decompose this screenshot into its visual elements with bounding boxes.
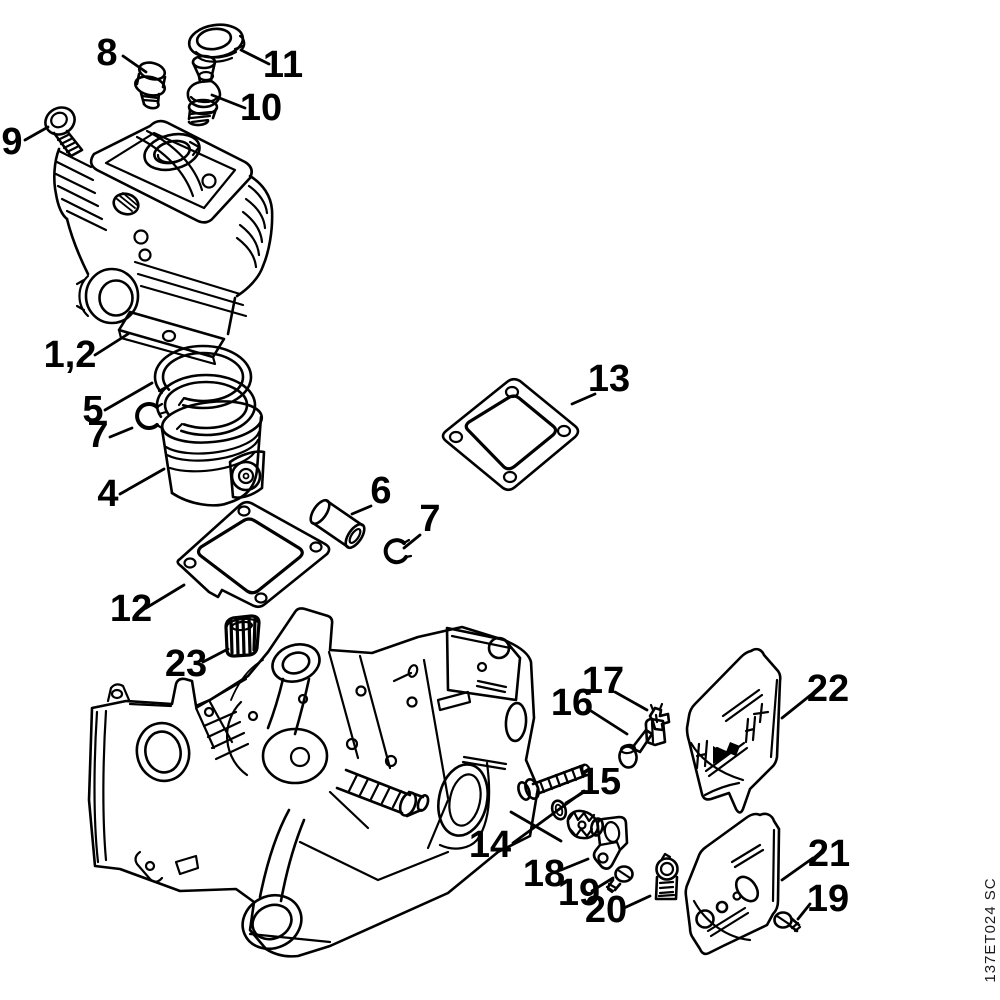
callout-19-right: 19 [807, 878, 849, 920]
sprocket-cover-upper [685, 647, 782, 814]
oil-pump-screw [517, 763, 591, 801]
leader-line-6 [350, 504, 373, 516]
leader-line-1-2 [93, 332, 130, 357]
leader-line-17 [613, 690, 649, 712]
decompression-valve [186, 54, 222, 127]
callout-22: 22 [807, 668, 849, 710]
callout-13: 13 [588, 358, 630, 400]
callout-14: 14 [469, 824, 511, 866]
circlip-upper [135, 402, 164, 430]
leader-line-9 [23, 125, 50, 142]
screw-left [605, 865, 634, 894]
callout-16: 16 [551, 682, 593, 724]
leader-line-21 [780, 856, 815, 882]
leader-line-22 [780, 692, 814, 720]
socket-screw [44, 106, 84, 158]
leader-line-18 [559, 857, 590, 872]
gasket-bottom [176, 500, 331, 609]
leader-line-19-right [796, 902, 812, 921]
leader-line-23 [201, 647, 230, 664]
cylinder-assembly [53, 119, 274, 366]
callout-17: 17 [582, 660, 624, 702]
callout-15: 15 [579, 761, 621, 803]
leader-line-5 [103, 381, 154, 412]
callout-7-lower: 7 [419, 498, 440, 540]
callout-20: 20 [585, 889, 627, 931]
callout-5: 5 [82, 389, 103, 431]
piston-rings [153, 344, 257, 437]
leader-line-8 [121, 54, 148, 74]
piston [160, 400, 266, 507]
callout-19-left: 19 [558, 872, 600, 914]
callout-10: 10 [240, 87, 282, 129]
callout-7-upper: 7 [87, 414, 108, 456]
callout-4: 4 [97, 473, 118, 515]
leader-line-20 [622, 894, 652, 910]
screw-right [773, 911, 802, 933]
plug-screw [133, 61, 167, 110]
callout-6: 6 [370, 470, 391, 512]
guide-plate [592, 815, 629, 870]
leader-line-13 [570, 392, 597, 406]
callout-18: 18 [523, 853, 565, 895]
circlip-lower [383, 538, 413, 565]
leader-line-10 [210, 93, 247, 110]
leader-line-11 [239, 48, 271, 66]
retainer-clip [648, 702, 671, 732]
drawing-number: 137ET024 SC [982, 877, 999, 982]
gasket-top [441, 377, 580, 492]
lever [618, 717, 667, 769]
callout-23: 23 [165, 643, 207, 685]
leader-line-19-left [590, 876, 615, 893]
leader-line-14 [511, 789, 586, 845]
callout-11: 11 [263, 44, 303, 86]
leader-line-4 [118, 467, 166, 496]
crankcase-assembly [87, 607, 540, 958]
grommet-holder [654, 852, 679, 901]
callout-21: 21 [808, 833, 850, 875]
valve-cap [187, 23, 246, 63]
leader-line-7-upper [108, 426, 134, 439]
callout-12: 12 [110, 588, 152, 630]
wrist-pin [309, 498, 366, 550]
callout-8: 8 [96, 32, 117, 74]
leader-line-7-lower [402, 533, 422, 550]
leader-line-16 [586, 707, 629, 736]
leader-line-12 [144, 583, 186, 610]
needle-bearing [224, 614, 261, 658]
sprocket-cover-lower [684, 812, 781, 956]
callout-9: 9 [1, 121, 22, 163]
callout-1-2: 1,2 [44, 334, 97, 376]
